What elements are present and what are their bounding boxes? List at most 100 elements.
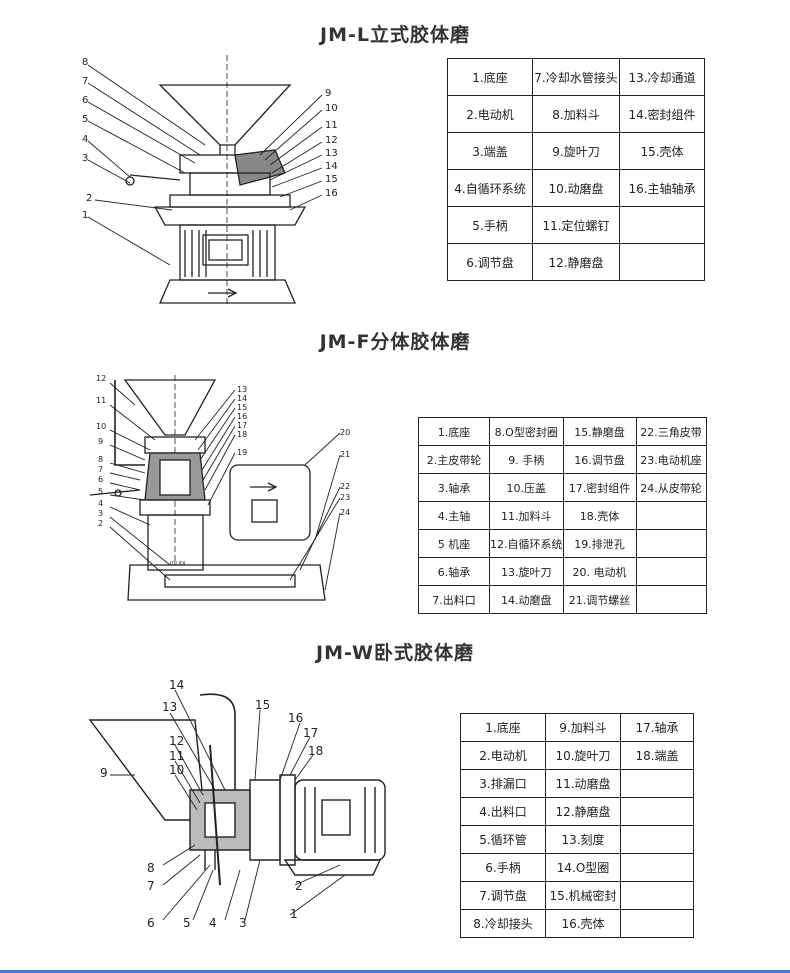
table-cell: 14.动磨盘 xyxy=(489,585,564,614)
table-cell: 8.冷却接头 xyxy=(460,909,546,938)
table-cell: 5.循环管 xyxy=(460,825,546,854)
table-cell: 12.自循环系统 xyxy=(489,529,564,558)
table-cell: 12.静磨盘 xyxy=(545,797,621,826)
table-cell xyxy=(620,825,694,854)
table-cell: 15.静磨盘 xyxy=(562,417,637,446)
table-cell: 18.端盖 xyxy=(620,741,694,770)
callout-l: 15 xyxy=(325,174,338,185)
table-cell xyxy=(635,585,707,614)
callout-w: 18 xyxy=(308,744,323,758)
table-cell xyxy=(620,853,694,882)
table-cell: 8.加料斗 xyxy=(532,95,620,133)
callout-l: 5 xyxy=(82,114,88,125)
table-cell: 10.动磨盘 xyxy=(532,169,620,207)
table-cell xyxy=(620,769,694,798)
callout-l: 2 xyxy=(86,193,92,204)
callout-l: 10 xyxy=(325,103,338,114)
callout-w: 10 xyxy=(169,763,184,777)
callout-f: 20 xyxy=(340,428,350,437)
table-cell: 10.压盖 xyxy=(489,473,564,502)
table-cell: 15.壳体 xyxy=(619,132,705,170)
callout-l: 6 xyxy=(82,95,88,106)
table-cell: 9.旋叶刀 xyxy=(532,132,620,170)
table-cell xyxy=(620,881,694,910)
table-cell: 10.旋叶刀 xyxy=(545,741,621,770)
table-cell: 17.密封组件 xyxy=(562,473,637,502)
table-cell: 7.出料口 xyxy=(418,585,490,614)
callout-f: 13 xyxy=(237,385,247,394)
callout-l: 7 xyxy=(82,76,88,87)
callout-w: 6 xyxy=(147,916,155,930)
callout-f: 14 xyxy=(237,394,247,403)
table-cell xyxy=(635,557,707,586)
callout-f: 16 xyxy=(237,412,247,421)
table-cell: 2.电动机 xyxy=(447,95,533,133)
table-cell: 2.主皮带轮 xyxy=(418,445,490,474)
callout-w: 7 xyxy=(147,879,155,893)
callout-f: 18 xyxy=(237,430,247,439)
callout-f: 3 xyxy=(98,509,103,518)
table-cell: 6.调节盘 xyxy=(447,243,533,281)
table-cell: 13.旋叶刀 xyxy=(489,557,564,586)
callout-f: 21 xyxy=(340,450,350,459)
callout-w: 1 xyxy=(290,907,298,921)
callout-l: 3 xyxy=(82,153,88,164)
table-cell: 19.排泄孔 xyxy=(562,529,637,558)
callout-w: 17 xyxy=(303,726,318,740)
table-cell xyxy=(620,797,694,826)
jm-w-machine-drawing: 14 13 12 11 10 9 8 7 6 5 4 3 15 16 17 18… xyxy=(88,678,386,930)
callout-w: 9 xyxy=(100,766,108,780)
table-cell: 4.主轴 xyxy=(418,501,490,530)
callout-f: 23 xyxy=(340,493,350,502)
table-cell: 1.底座 xyxy=(447,58,533,96)
table-cell: 7.冷却水管接头 xyxy=(532,58,620,96)
callout-f: 17 xyxy=(237,421,247,430)
callout-w: 13 xyxy=(162,700,177,714)
callout-l: 13 xyxy=(325,148,338,159)
callout-w: 12 xyxy=(169,734,184,748)
callout-f: 2 xyxy=(98,519,103,528)
callout-w: 5 xyxy=(183,916,191,930)
table-cell: 11.定位螺钉 xyxy=(532,206,620,244)
callout-l: 8 xyxy=(82,57,88,68)
table-cell: 16.调节盘 xyxy=(562,445,637,474)
table-cell: 7.调节盘 xyxy=(460,881,546,910)
table-cell xyxy=(619,206,705,244)
table-cell: 11.动磨盘 xyxy=(545,769,621,798)
table-cell: 3.轴承 xyxy=(418,473,490,502)
table-cell: 17.轴承 xyxy=(620,713,694,742)
table-cell: 5.手柄 xyxy=(447,206,533,244)
table-cell: 4.自循环系统 xyxy=(447,169,533,207)
table-cell: 13.冷却通道 xyxy=(619,58,705,96)
callout-f: 8 xyxy=(98,455,103,464)
table-cell: 3.端盖 xyxy=(447,132,533,170)
callout-l: 16 xyxy=(325,188,338,199)
table-cell: 16.壳体 xyxy=(545,909,621,938)
table-cell: 1.底座 xyxy=(460,713,546,742)
callout-f: 11 xyxy=(96,396,106,405)
callout-f: 9 xyxy=(98,437,103,446)
callout-f: 19 xyxy=(237,448,247,457)
callout-f: 22 xyxy=(340,482,350,491)
callout-w: 15 xyxy=(255,698,270,712)
callout-f: 5 xyxy=(98,487,103,496)
table-cell: 21.调节螺丝 xyxy=(562,585,637,614)
table-cell xyxy=(620,909,694,938)
table-cell: 9.加料斗 xyxy=(545,713,621,742)
bottom-divider xyxy=(0,970,790,973)
section-l-title: JM-L立式胶体磨 xyxy=(320,24,470,46)
table-cell: 12.静磨盘 xyxy=(532,243,620,281)
section-w-title: JM-W卧式胶体磨 xyxy=(316,642,474,664)
callout-w: 11 xyxy=(169,749,184,763)
table-cell: 24.从皮带轮 xyxy=(635,473,707,502)
callout-f: 12 xyxy=(96,374,106,383)
callout-l: 4 xyxy=(82,134,88,145)
table-cell xyxy=(619,243,705,281)
svg-text:IOI IOI: IOI IOI xyxy=(170,561,185,567)
callout-f: 7 xyxy=(98,465,103,474)
callout-w: 16 xyxy=(288,711,303,725)
callout-l: 1 xyxy=(82,210,88,221)
table-cell: 5 机座 xyxy=(418,529,490,558)
table-cell: 9. 手柄 xyxy=(489,445,564,474)
